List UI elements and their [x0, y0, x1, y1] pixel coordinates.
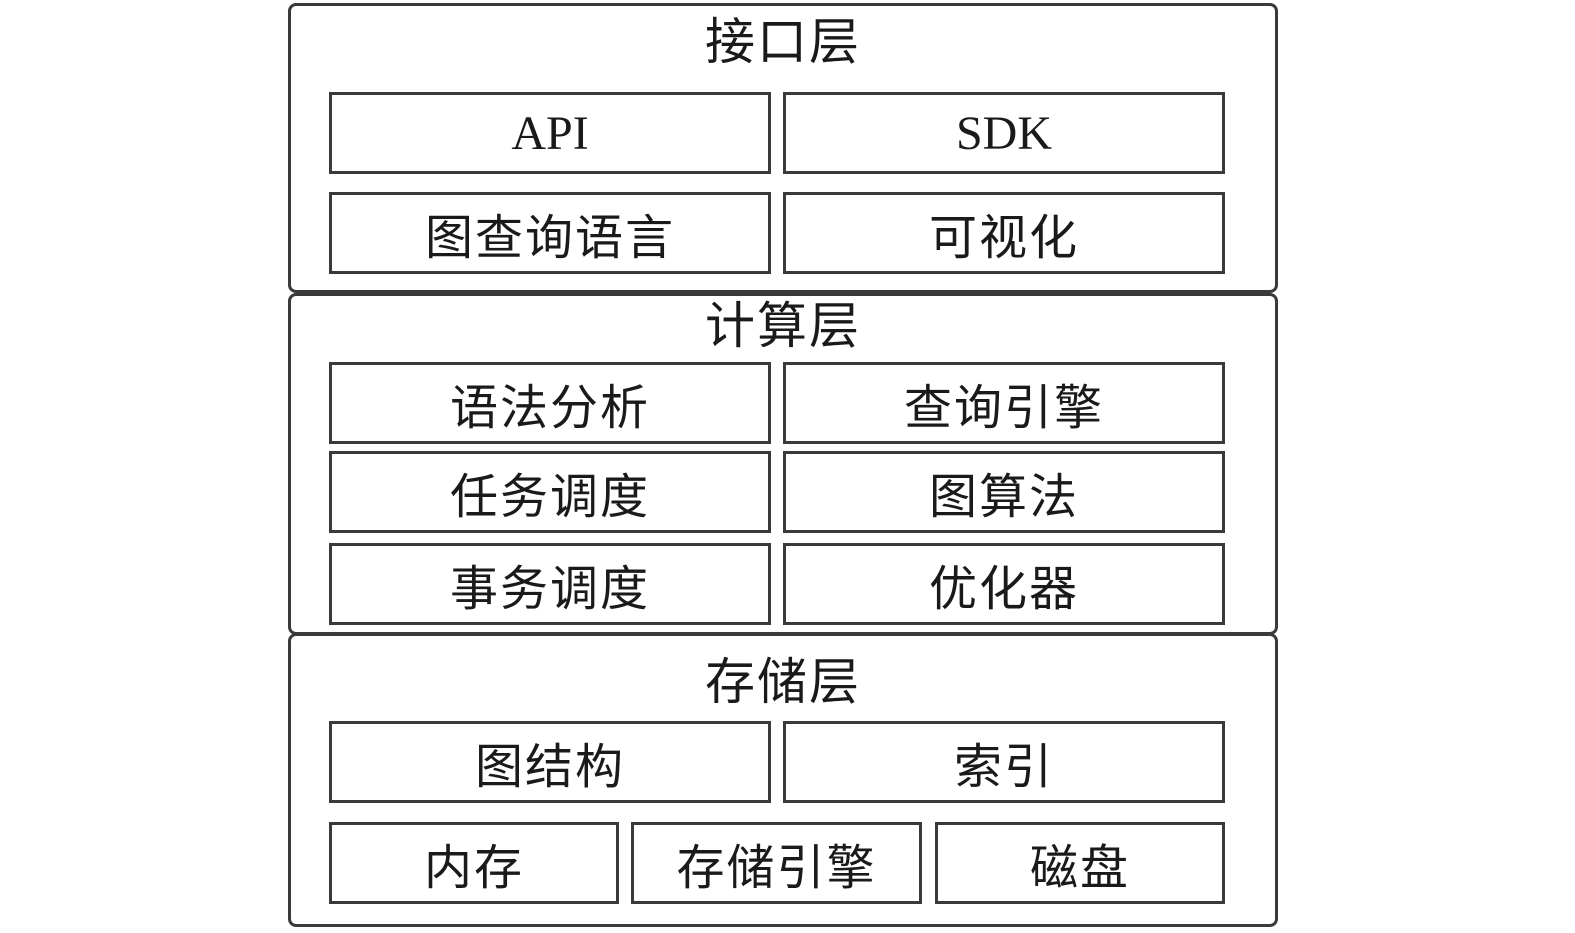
box-graph-structure: 图结构 [329, 721, 771, 803]
box-visualization: 可视化 [783, 192, 1225, 274]
box-api: API [329, 92, 771, 174]
box-index: 索引 [783, 721, 1225, 803]
box-memory: 内存 [329, 822, 619, 904]
box-optimizer: 优化器 [783, 543, 1225, 625]
box-disk: 磁盘 [935, 822, 1225, 904]
box-sdk: SDK [783, 92, 1225, 174]
interface-layer-title: 接口层 [705, 13, 861, 71]
box-query-engine: 查询引擎 [783, 362, 1225, 444]
storage-layer: 存储层 图结构 索引 内存 存储引擎 磁盘 [288, 633, 1278, 927]
storage-layer-title: 存储层 [705, 653, 861, 711]
compute-layer-title: 计算层 [705, 297, 861, 355]
compute-layer: 计算层 语法分析 查询引擎 任务调度 图算法 事务调度 优化器 [288, 293, 1278, 635]
box-task-scheduling: 任务调度 [329, 451, 771, 533]
box-storage-engine: 存储引擎 [631, 822, 922, 904]
box-graph-algorithm: 图算法 [783, 451, 1225, 533]
box-graph-query-language: 图查询语言 [329, 192, 771, 274]
box-transaction-scheduling: 事务调度 [329, 543, 771, 625]
interface-layer: 接口层 API SDK 图查询语言 可视化 [288, 3, 1278, 293]
box-syntax-analysis: 语法分析 [329, 362, 771, 444]
